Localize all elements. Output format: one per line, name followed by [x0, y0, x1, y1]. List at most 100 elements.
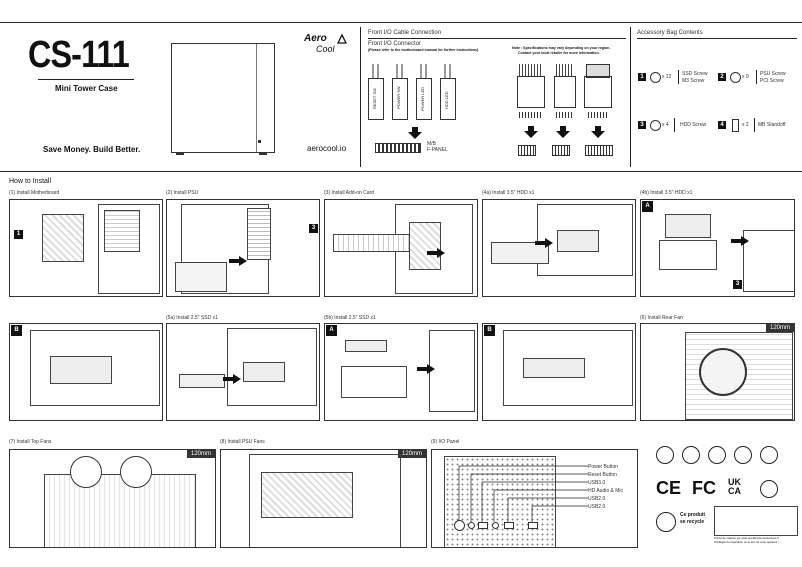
arrow-right-icon [417, 364, 435, 374]
front-io-subtitle: Front I/O Connector [368, 41, 422, 47]
io-label-power: Power Button [588, 464, 619, 470]
arrow-right-icon [427, 248, 445, 258]
arrow-down-icon [591, 126, 605, 138]
recycle-small-2: Privilégiez la réparation ou le don de v… [714, 540, 779, 544]
step-caption: (3) Install Add-on Card [324, 190, 375, 196]
power-button [454, 520, 465, 531]
step-panel-rear-fan: 120mm [640, 323, 795, 421]
arrow-down-icon [408, 127, 422, 139]
recycle-small-1: Points de collecte sur www.quefairedemes… [714, 536, 779, 540]
front-io-connectors: RESET SW POWER SW POWER LED HDD LED [364, 64, 460, 126]
step-panel-hdd-4a [482, 199, 636, 297]
recycle-info-box [714, 506, 798, 536]
mb-audio-header [552, 145, 570, 156]
accessory-item: 4 x 2 MB Standoff [718, 118, 798, 134]
step-panel-ssd-5a [166, 323, 320, 421]
fcc-mark-icon: FC [692, 478, 716, 498]
fpanel-label-2: F-PANEL [427, 147, 448, 153]
io-label-usb3: USB3.0 [588, 480, 606, 486]
arrow-down-icon [556, 126, 570, 138]
no-trash-icon [682, 446, 700, 464]
connector-power-sw: POWER SW [392, 78, 408, 120]
connector-power-led: POWER LED [416, 78, 432, 120]
step-caption: (7) Install Top Fans [9, 439, 52, 445]
product-slogan: Save Money. Build Better. [43, 145, 141, 154]
step-panel-top-fans: 120mm [9, 449, 216, 548]
front-io-rule [368, 38, 626, 39]
arrow-right-icon [223, 374, 241, 384]
step-caption: (4b) Install 3.5" HDD x1 [640, 190, 693, 196]
arrow-down-icon [524, 126, 538, 138]
io-label-usb2b: USB2.0 [588, 504, 606, 510]
reset-button [468, 522, 475, 529]
standoff-icon [732, 119, 739, 132]
usb2-port [528, 522, 538, 529]
website: aerocool.io [307, 144, 347, 153]
step-caption: (8) Install PSU Fans [220, 439, 265, 445]
case-illustration [171, 43, 275, 153]
screw-icon [650, 72, 661, 83]
step-panel-ssd-5b-b: B [482, 323, 636, 421]
accessory-rule [637, 38, 797, 39]
fan-size-label: 120mm [397, 450, 426, 458]
step-caption: (1) Install Motherboard [9, 190, 60, 196]
connector-hdd-led: HDD LED [440, 78, 456, 120]
recycle-icon [760, 446, 778, 464]
case-foot [176, 152, 184, 155]
io-label-reset: Reset Button [588, 472, 617, 478]
audio-jack [492, 522, 499, 529]
step-caption: (9) I/O Panel [431, 439, 460, 445]
io-label-usb2a: USB2.0 [588, 496, 606, 502]
arrow-right-icon [731, 236, 749, 246]
ce-mark-icon: CE [656, 478, 682, 498]
front-io-title: Front I/O Cable Connection [368, 30, 442, 36]
fpanel-header [375, 143, 421, 153]
title-underline [38, 79, 134, 80]
step-panel-io: Power Button Reset Button USB3.0 HD Audi… [431, 449, 638, 548]
spec-note-1: Note : Specifications may vary depending… [512, 46, 611, 50]
fan-size-label: 120mm [186, 450, 215, 458]
product-subtitle: Mini Tower Case [55, 84, 118, 93]
accessory-item: 1 x 12 SSD Screw M3 Screw [638, 70, 718, 86]
arrow-right-icon [535, 238, 553, 248]
section-divider [630, 27, 631, 167]
install-title: How to Install [9, 178, 52, 185]
triman-icon [656, 512, 676, 532]
step-caption: (5b) Install 2.5" SSD x1 [324, 315, 376, 321]
usb2-port [504, 522, 514, 529]
step-caption: (5a) Install 2.5" SSD x1 [166, 315, 218, 321]
recycle-icon [656, 446, 674, 464]
spec-note-2: Contact your local retailer for more inf… [518, 51, 600, 55]
fpanel-label-1: M/B [427, 141, 436, 147]
step-panel-ssd-5b: A [324, 323, 478, 421]
recycle-text-2: se recycle [680, 519, 705, 525]
weee-icon [734, 446, 752, 464]
ukca-mark-icon: UK CA [728, 477, 741, 496]
mb-usb2-header [518, 145, 536, 156]
usb3-port [478, 522, 488, 529]
top-rule [0, 22, 802, 23]
step-caption: (4a) Install 3.5" HDD x1 [482, 190, 535, 196]
section-divider [360, 27, 361, 167]
step-panel-motherboard: 1 [9, 199, 163, 297]
recycle-icon [708, 446, 726, 464]
product-name: CS-111 [28, 34, 130, 76]
accessory-item: 2 x 9 PSU Screw PCI Screw [718, 70, 798, 86]
weee-icon [760, 480, 778, 498]
screw-icon [730, 72, 741, 83]
header-bottom-rule [0, 171, 802, 172]
arrow-right-icon [229, 256, 247, 266]
front-io-note: (Please refer to the motherboard manual … [368, 48, 480, 52]
aerocool-logo: Aero Cool [304, 33, 350, 63]
fan-icon [120, 456, 152, 488]
io-callout-lines [458, 465, 588, 522]
certification-area: CE FC UK CA Ce produit se recycle Points… [648, 440, 798, 550]
screw-icon [650, 120, 661, 131]
step-panel-psu-fans: 120mm [220, 449, 427, 548]
usb-audio-connectors [512, 64, 612, 154]
step-panel-addon-card [324, 199, 478, 297]
accessory-title: Accessory Bag Contents [637, 30, 703, 36]
step-panel-hdd-4b: A 3 [640, 199, 795, 297]
accessory-item: 3 x 4 HDD Screw [638, 118, 718, 134]
step-caption: (2) Install PSU [166, 190, 199, 196]
